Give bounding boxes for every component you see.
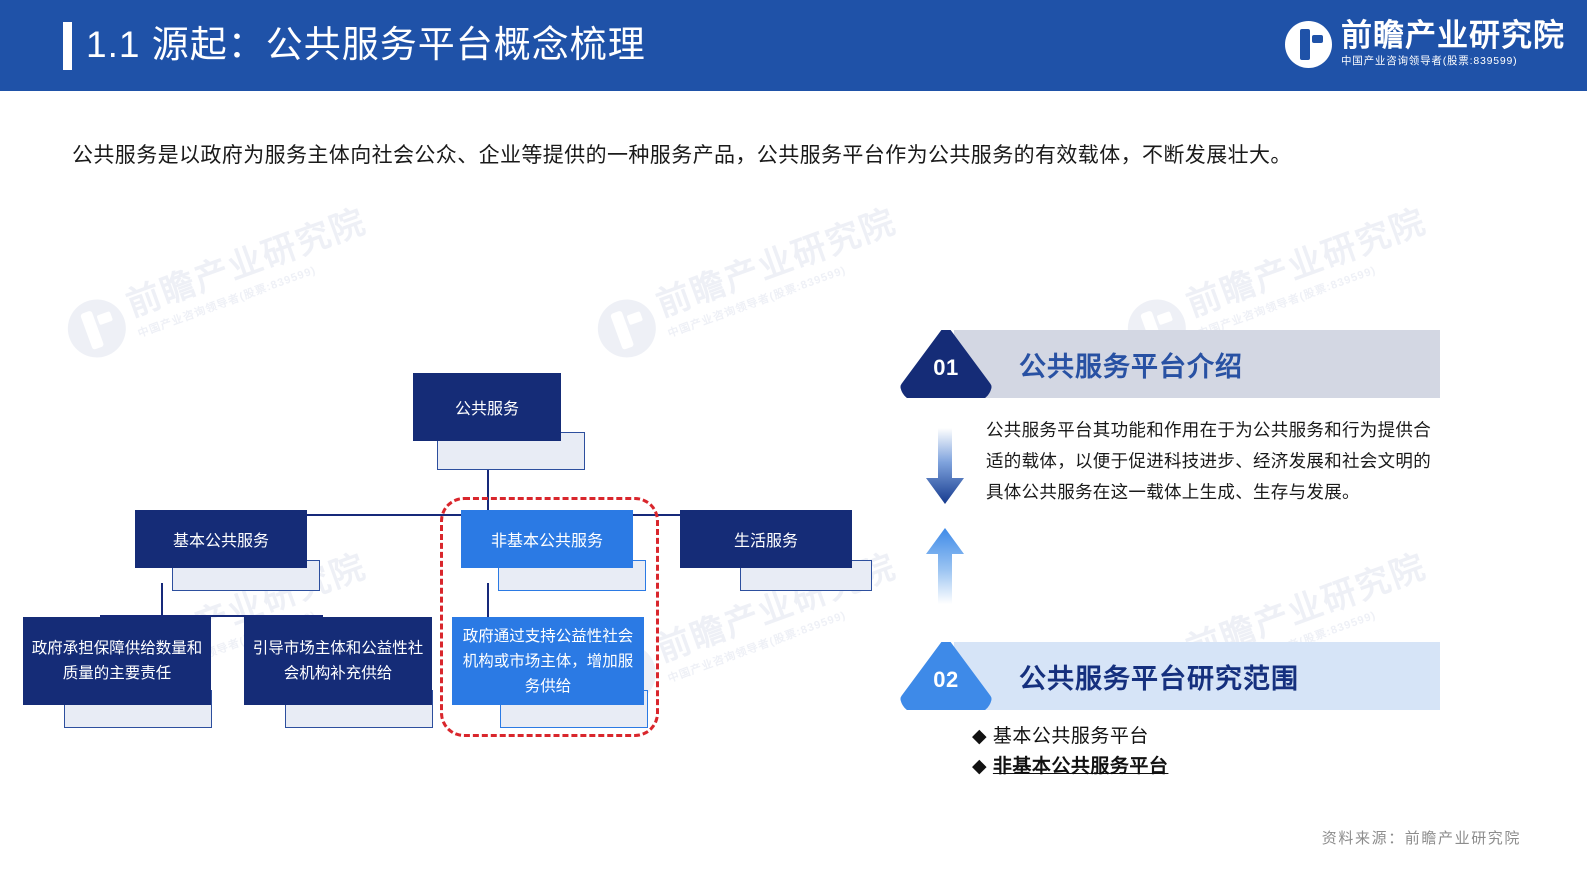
arrow-down-icon — [926, 428, 964, 504]
node-level3-government-responsibility: 政府承担保障供给数量和质量的主要责任 — [23, 617, 211, 705]
watermark-name: 前瞻产业研究院 — [1181, 202, 1432, 325]
section-02-title: 公共服务平台研究范围 — [1019, 663, 1299, 694]
brand-logo-text: 前瞻产业研究院 中国产业咨询领导者(股票:839599) — [1341, 19, 1565, 69]
bullet-marker-icon: ◆ — [972, 726, 988, 747]
section-01-bar-background — [954, 330, 1440, 398]
page-title: 1.1 源起：公共服务平台概念梳理 — [86, 24, 646, 65]
watermark-sub: 中国产业咨询领导者(股票:839599) — [1196, 264, 1378, 340]
section-01-badge: 01 — [900, 330, 992, 398]
right-panel: 01 公共服务平台介绍 公共服务平台其功能和作用在于为公共服务和行为提供合适的载… — [900, 330, 1440, 782]
brand-logo: 前瞻产业研究院 中国产业咨询领导者(股票:839599) — [1285, 19, 1565, 69]
section-02-bullet-list: ◆ 基本公共服务平台 ◆ 非基本公共服务平台 — [900, 710, 1440, 782]
connector-level3-stem-left — [161, 583, 163, 616]
bullet-item-basic-platform: ◆ 基本公共服务平台 — [972, 722, 1440, 752]
section-01-body: 公共服务平台其功能和作用在于为公共服务和行为提供合适的载体，以便于促进科技进步、… — [986, 420, 1431, 502]
watermark-name: 前瞻产业研究院 — [121, 202, 372, 325]
node-root: 公共服务 — [413, 373, 561, 441]
node-level2-non-basic-public-service: 非基本公共服务 — [461, 510, 633, 568]
node-level2-label: 生活服务 — [733, 533, 798, 550]
header-accent-bar — [63, 22, 72, 70]
section-02-badge: 02 — [900, 642, 992, 710]
highlight-outline — [440, 497, 659, 737]
connector-root-vertical — [487, 460, 489, 515]
panel-arrows — [900, 420, 990, 610]
section-01-number: 01 — [933, 355, 959, 380]
brand-name: 前瞻产业研究院 — [1341, 18, 1565, 53]
node-level2-life-service: 生活服务 — [680, 510, 852, 568]
section-01-header: 01 公共服务平台介绍 — [900, 330, 1440, 398]
node-root-label: 公共服务 — [454, 401, 519, 418]
connector-level3-drop-3 — [487, 583, 489, 638]
node-level3-label: 政府承担保障供给数量和质量的主要责任 — [31, 640, 203, 682]
badge-triangle-shape — [900, 642, 992, 710]
connector-level3-horizontal — [100, 615, 322, 617]
org-chart: 公共服务 基本公共服务 非基本公共服务 生活服务 政府承担保障供给数量和质量的主… — [0, 320, 900, 790]
intro-paragraph: 公共服务是以政府为服务主体向社会公众、企业等提供的一种服务产品，公共服务平台作为… — [72, 144, 1292, 167]
node-level2-label: 非基本公共服务 — [490, 533, 603, 550]
section-01-title: 公共服务平台介绍 — [1019, 351, 1243, 382]
source-note: 资料来源：前瞻产业研究院 — [1321, 830, 1521, 847]
node-level3-increase-supply: 政府通过支持公益性社会机构或市场主体，增加服务供给 — [452, 617, 644, 705]
node-level3-label: 政府通过支持公益性社会机构或市场主体，增加服务供给 — [462, 627, 634, 695]
watermark-name: 前瞻产业研究院 — [651, 202, 902, 325]
node-level3-label: 引导市场主体和公益性社会机构补充供给 — [252, 640, 424, 682]
qianzhan-logo-icon — [1285, 21, 1332, 68]
section-02-number: 02 — [933, 667, 959, 692]
arrow-up-icon — [926, 528, 964, 604]
bullet-marker-icon: ◆ — [972, 756, 988, 777]
badge-triangle-shape — [900, 330, 992, 398]
bullet-label: 非基本公共服务平台 — [992, 756, 1169, 777]
page-header: 1.1 源起：公共服务平台概念梳理 前瞻产业研究院 中国产业咨询领导者(股票:8… — [0, 0, 1587, 91]
node-level3-market-supplement: 引导市场主体和公益性社会机构补充供给 — [244, 617, 432, 705]
bullet-label: 基本公共服务平台 — [992, 726, 1149, 747]
brand-subtitle: 中国产业咨询领导者(股票:839599) — [1341, 55, 1518, 67]
node-level2-basic-public-service: 基本公共服务 — [135, 510, 307, 568]
bullet-item-non-basic-platform: ◆ 非基本公共服务平台 — [972, 752, 1440, 782]
node-level2-label: 基本公共服务 — [172, 533, 269, 550]
section-02-bar-background — [954, 642, 1440, 710]
section-02-header: 02 公共服务平台研究范围 — [900, 642, 1440, 710]
